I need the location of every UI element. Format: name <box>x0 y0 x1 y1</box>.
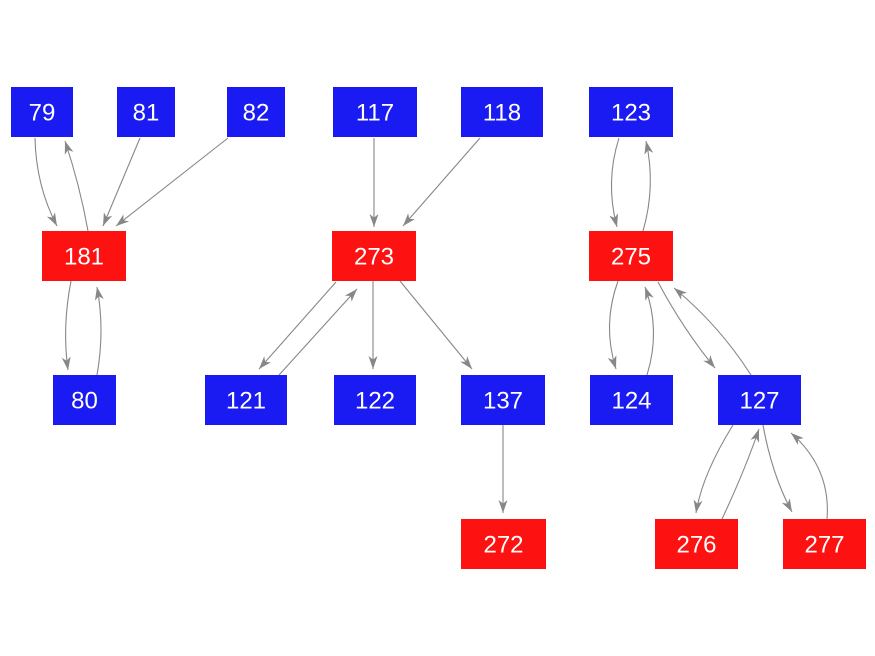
edge-276-127 <box>721 428 760 520</box>
node-rect[interactable] <box>205 375 287 425</box>
edge-80-181 <box>94 286 104 376</box>
graph-node-277[interactable]: 277 <box>783 519 866 569</box>
edge-127-277 <box>762 424 793 513</box>
graph-node-123[interactable]: 123 <box>589 87 673 137</box>
graph-node-181[interactable]: 181 <box>42 231 126 281</box>
node-rect[interactable] <box>718 375 801 425</box>
node-rect[interactable] <box>334 375 416 425</box>
graph-node-118[interactable]: 118 <box>461 87 543 137</box>
node-rect[interactable] <box>117 87 175 137</box>
graph-node-276[interactable]: 276 <box>655 519 738 569</box>
node-rect[interactable] <box>333 87 417 137</box>
graph-node-137[interactable]: 137 <box>461 375 545 425</box>
edge-123-275 <box>609 137 620 228</box>
edge-181-80 <box>61 280 72 371</box>
node-rect[interactable] <box>783 519 866 569</box>
edge-81-181 <box>102 137 141 227</box>
graph-node-124[interactable]: 124 <box>590 375 673 425</box>
node-rect[interactable] <box>589 231 673 281</box>
node-rect[interactable] <box>589 87 673 137</box>
graph-node-273[interactable]: 273 <box>332 231 416 281</box>
node-rect[interactable] <box>332 231 416 281</box>
edge-275-123 <box>642 140 654 232</box>
graph-node-82[interactable]: 82 <box>227 87 285 137</box>
node-rect[interactable] <box>11 87 73 137</box>
edge-121-273 <box>278 288 358 376</box>
edge-273-137 <box>399 280 473 370</box>
edge-277-127 <box>790 432 828 520</box>
graph-node-117[interactable]: 117 <box>333 87 417 137</box>
edge-275-124 <box>607 280 619 370</box>
graph-node-121[interactable]: 121 <box>205 375 287 425</box>
edge-273-121 <box>258 281 337 370</box>
edge-79-181 <box>34 137 58 227</box>
edge-127-276 <box>693 424 734 514</box>
node-rect[interactable] <box>42 231 126 281</box>
graph-node-81[interactable]: 81 <box>117 87 175 137</box>
edge-181-79 <box>64 140 89 232</box>
graph-node-275[interactable]: 275 <box>589 231 673 281</box>
node-rect[interactable] <box>461 375 545 425</box>
graph-node-80[interactable]: 80 <box>53 375 116 425</box>
node-rect[interactable] <box>655 519 738 569</box>
edge-118-273 <box>402 137 481 227</box>
graph-node-272[interactable]: 272 <box>461 519 546 569</box>
node-rect[interactable] <box>461 519 546 569</box>
node-rect[interactable] <box>227 87 285 137</box>
graph-node-122[interactable]: 122 <box>334 375 416 425</box>
node-rect[interactable] <box>461 87 543 137</box>
edge-275-127 <box>657 281 716 369</box>
node-rect[interactable] <box>590 375 673 425</box>
graph-node-79[interactable]: 79 <box>11 87 73 137</box>
edge-124-275 <box>644 286 655 376</box>
edge-82-181 <box>115 137 229 227</box>
graph-node-127[interactable]: 127 <box>718 375 801 425</box>
edge-127-275 <box>673 287 752 376</box>
node-rect[interactable] <box>53 375 116 425</box>
